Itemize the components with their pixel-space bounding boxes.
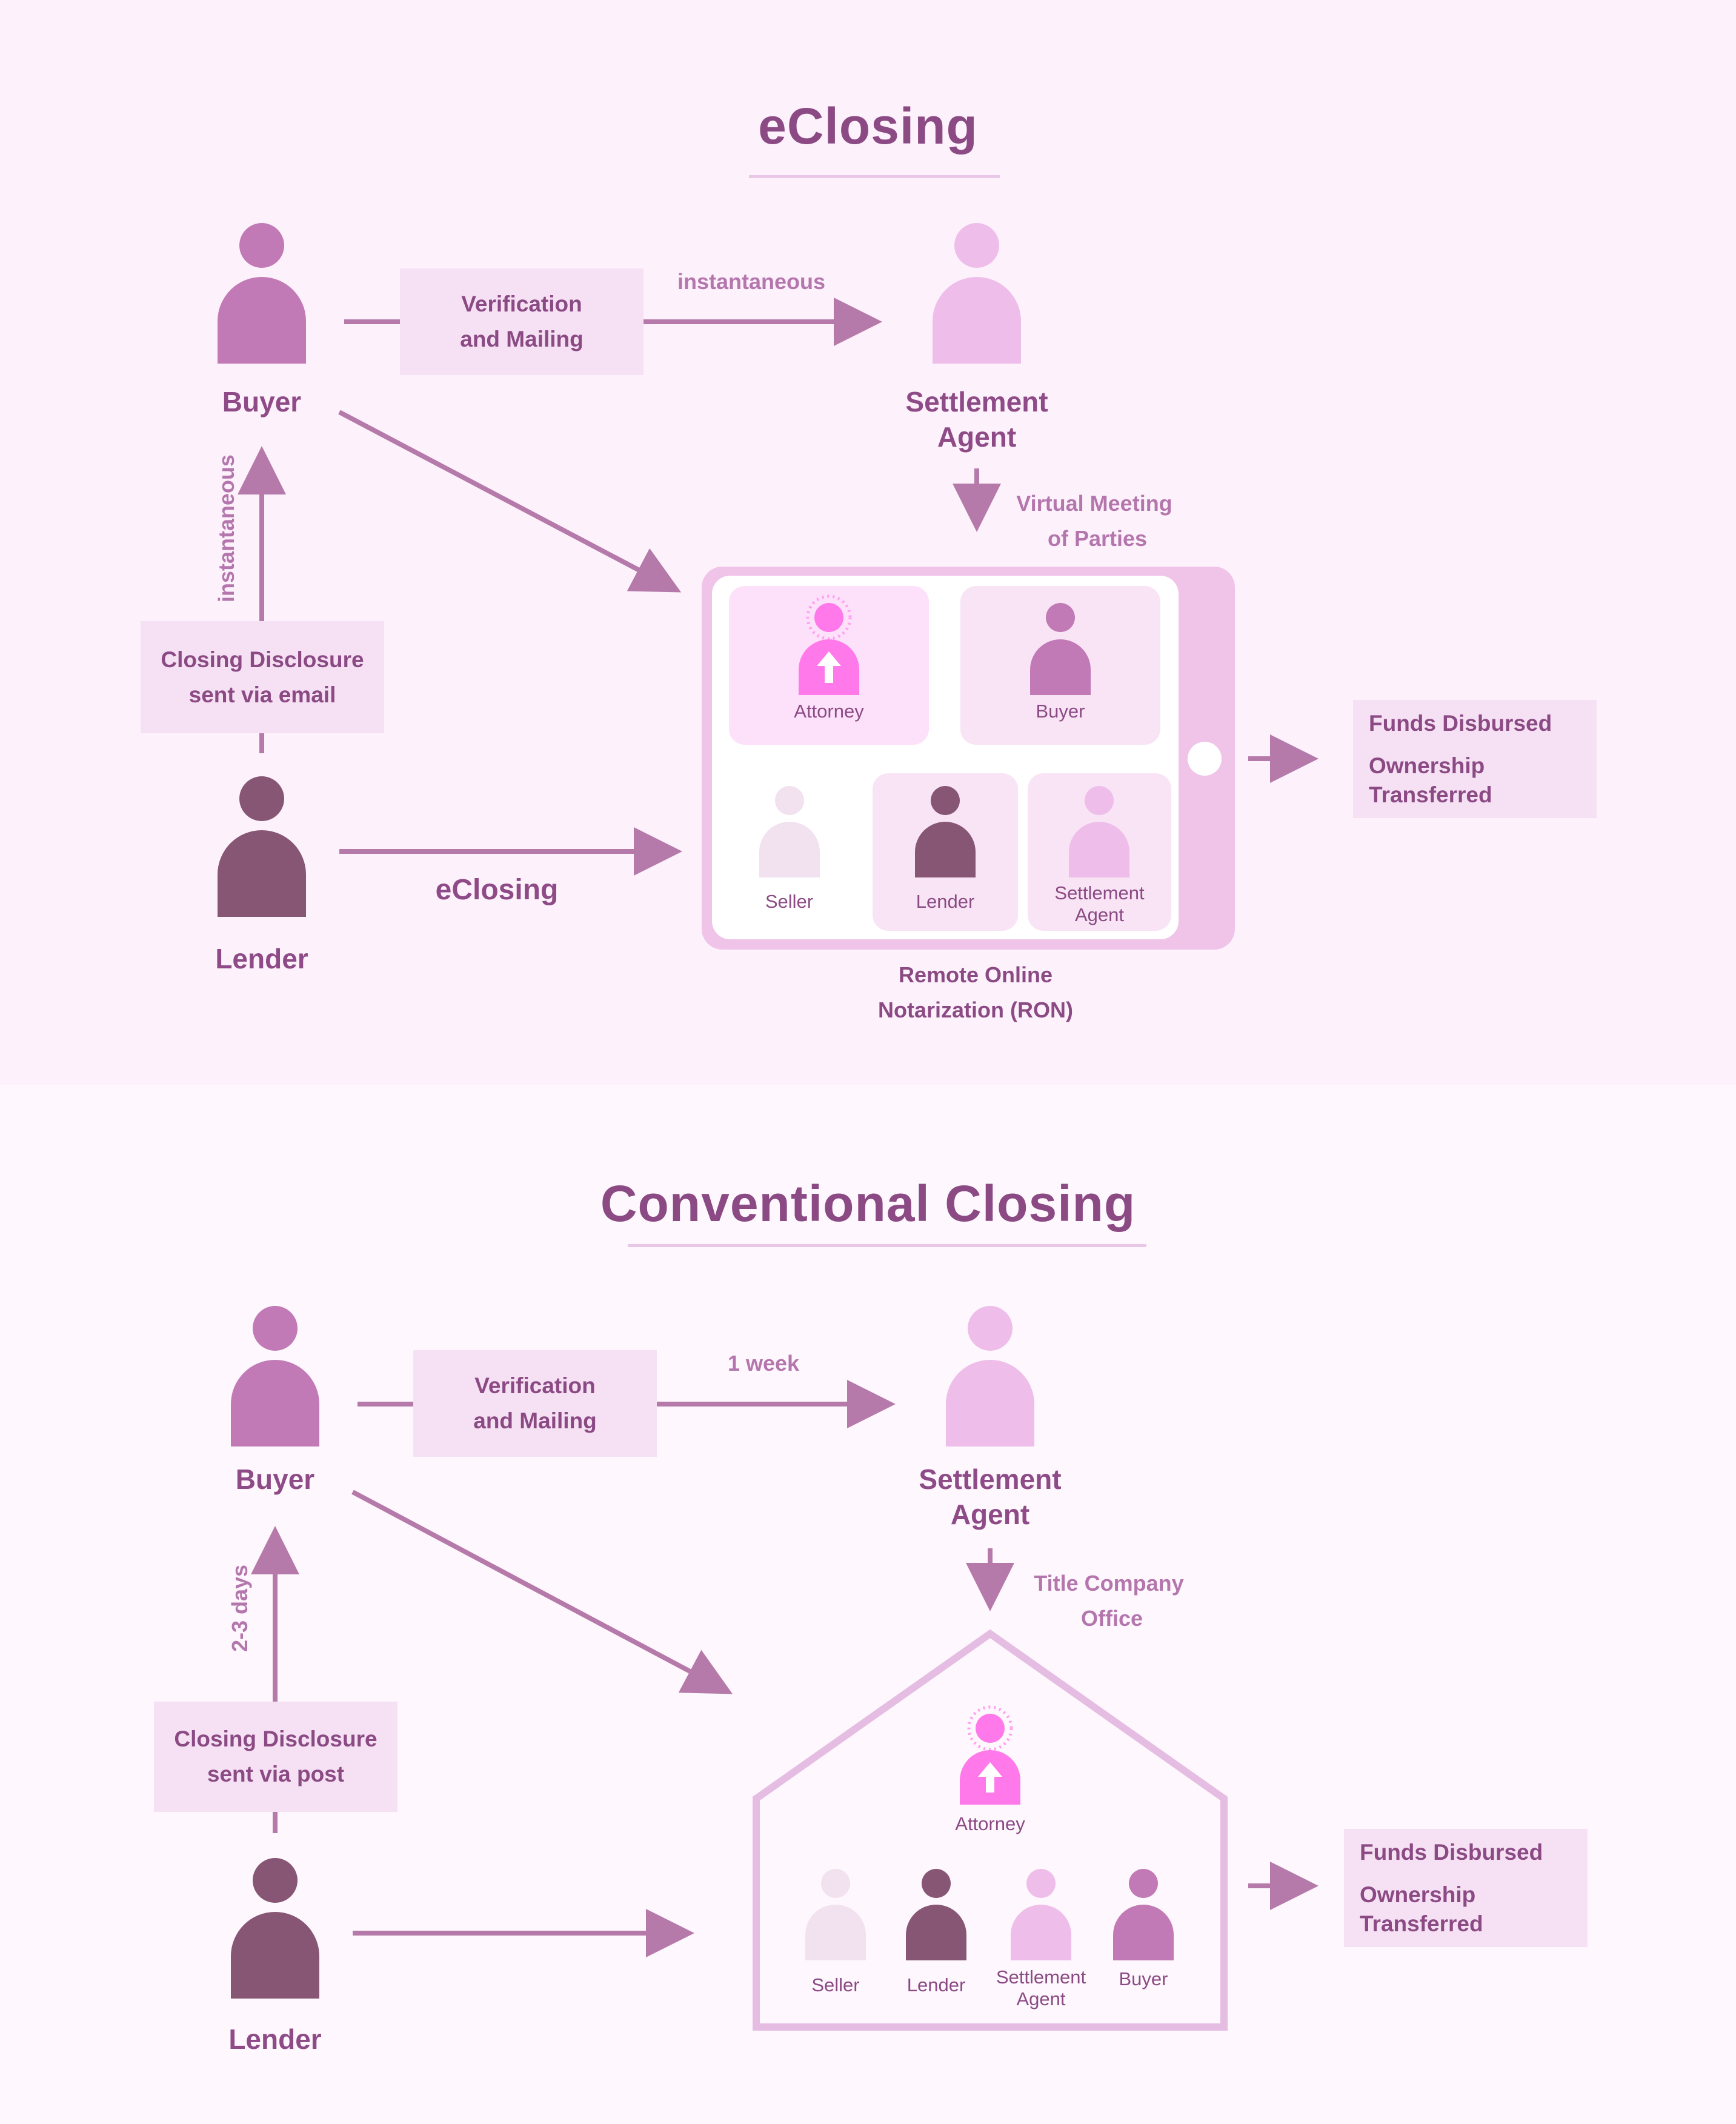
conv-result-line2: Ownership (1360, 1882, 1476, 1907)
office-settlement-agent-label: Settlement Agent (980, 1966, 1102, 2010)
virtual-meeting-label: Virtual Meeting of Parties (997, 486, 1191, 556)
conv-settlement-agent-label: Settlement Agent (869, 1462, 1111, 1532)
edge-week-label: 1 week (727, 1351, 800, 1376)
office-seller-icon (805, 1869, 866, 1960)
disclosure-post-line2: sent via post (207, 1762, 345, 1786)
attorney-icon (799, 594, 859, 695)
edge-days-vertical-label: 2-3 days (227, 1564, 252, 1653)
conv-lender-label: Lender (228, 2023, 322, 2055)
title-company-office-house (753, 1629, 1228, 2031)
office-seller-label: Seller (811, 1974, 860, 1996)
settlement-agent-label-line1: Settlement (905, 386, 1048, 418)
title-company-line1: Title Company (1034, 1571, 1184, 1596)
tile-seller: Seller (715, 773, 863, 931)
disclosure-email-line1: Closing Disclosure (161, 647, 364, 672)
tile-settlement-agent: Settlement Agent (1028, 773, 1171, 931)
verification-line1: Verification (461, 291, 582, 316)
tile-seller-label: Seller (765, 891, 814, 912)
conv-settlement-agent-line2: Agent (950, 1499, 1030, 1530)
edge-instantaneous-label: instantaneous (677, 269, 826, 294)
conventional-section: Conventional Closing (0, 1085, 1736, 2124)
tile-buyer: Buyer (960, 586, 1160, 745)
disclosure-email-line2: sent via email (188, 682, 336, 707)
ron-caption: Remote Online Notarization (RON) (824, 957, 1127, 1028)
conv-result-line1: Funds Disbursed (1360, 1839, 1543, 1865)
office-settlement-line2: Agent (1016, 1988, 1066, 2009)
conventional-title-underline (628, 1244, 1146, 1247)
tile-attorney: Attorney (729, 586, 929, 745)
buyer-to-meeting-arrow (338, 410, 682, 593)
settlement-agent-label-line2: Agent (937, 421, 1017, 453)
tile-buyer-label: Buyer (1036, 701, 1085, 722)
conv-verification-line2: and Mailing (473, 1408, 597, 1433)
verification-line2: and Mailing (460, 327, 584, 351)
tile-settlement-line2: Agent (1074, 904, 1124, 925)
conv-settlement-agent-line1: Settlement (919, 1463, 1062, 1495)
disclosure-email-box: Closing Disclosure sent via email (141, 621, 384, 733)
tile-settlement-line1: Settlement (1054, 882, 1145, 904)
conv-verification-line1: Verification (474, 1373, 596, 1398)
conv-buyer-person-icon (231, 1306, 319, 1447)
verification-box: Verification and Mailing (400, 268, 644, 375)
tile-lender-label: Lender (916, 891, 975, 912)
office-lender-label: Lender (906, 1974, 966, 1996)
eclosing-result-box: Funds Disbursed Ownership Transferred (1353, 700, 1597, 818)
office-attorney-label: Attorney (955, 1813, 1025, 1834)
office-settlement-agent-icon (1011, 1869, 1071, 1960)
virtual-meeting-line2: of Parties (1047, 526, 1148, 551)
eclosing-result-line3: Transferred (1369, 782, 1492, 807)
office-buyer-icon (1113, 1869, 1174, 1960)
buyer-label: Buyer (222, 386, 302, 418)
tile-attorney-label: Attorney (794, 701, 864, 722)
edge-instantaneous-vertical-label: instantaneous (214, 454, 239, 603)
tile-settlement-agent-label: Settlement Agent (1028, 882, 1171, 926)
conv-verification-box: Verification and Mailing (413, 1350, 657, 1457)
settlement-agent-person-icon (933, 223, 1021, 364)
eclosing-connectors (218, 223, 1319, 950)
buyer-tile-icon (1030, 603, 1091, 695)
seller-tile-icon (759, 786, 820, 877)
office-settlement-line1: Settlement (996, 1966, 1086, 1988)
virtual-meeting-line1: Virtual Meeting (1016, 491, 1172, 516)
tile-lender: Lender (873, 773, 1018, 931)
buyer-person-icon (218, 223, 306, 364)
office-attorney-icon (960, 1705, 1020, 1805)
conv-result-line3: Transferred (1360, 1911, 1483, 1936)
disclosure-post-box: Closing Disclosure sent via post (154, 1702, 397, 1812)
ron-caption-line1: Remote Online (898, 962, 1053, 987)
eclosing-section: eClosing (141, 98, 1597, 1028)
lender-tile-icon (915, 786, 976, 877)
office-buyer-label: Buyer (1119, 1968, 1168, 1989)
ron-caption-line2: Notarization (RON) (878, 997, 1073, 1022)
settlement-agent-tile-icon (1069, 786, 1129, 877)
conv-lender-person-icon (231, 1858, 319, 1999)
lender-label: Lender (215, 943, 308, 974)
conv-buyer-to-office-arrow (351, 1490, 733, 1694)
conventional-title: Conventional Closing (600, 1175, 1136, 1232)
conv-settlement-agent-person-icon (946, 1306, 1034, 1447)
conventional-result-box: Funds Disbursed Ownership Transferred (1344, 1829, 1588, 1947)
eclosing-title-underline (749, 175, 1000, 178)
title-company-label: Title Company Office (1012, 1566, 1206, 1636)
settlement-agent-label: Settlement Agent (856, 384, 1098, 454)
office-lender-icon (906, 1869, 966, 1960)
conv-buyer-label: Buyer (235, 1463, 315, 1495)
eclosing-result-line2: Ownership (1369, 753, 1485, 778)
tablet-home-button (1188, 742, 1222, 776)
edge-eclosing-label: eClosing (435, 874, 559, 906)
eclosing-result-line1: Funds Disbursed (1369, 710, 1552, 736)
disclosure-post-line1: Closing Disclosure (174, 1726, 377, 1751)
eclosing-title: eClosing (758, 98, 978, 155)
title-company-line2: Office (1080, 1606, 1143, 1631)
conventional-connectors (231, 1306, 1319, 2031)
lender-person-icon (218, 776, 306, 917)
